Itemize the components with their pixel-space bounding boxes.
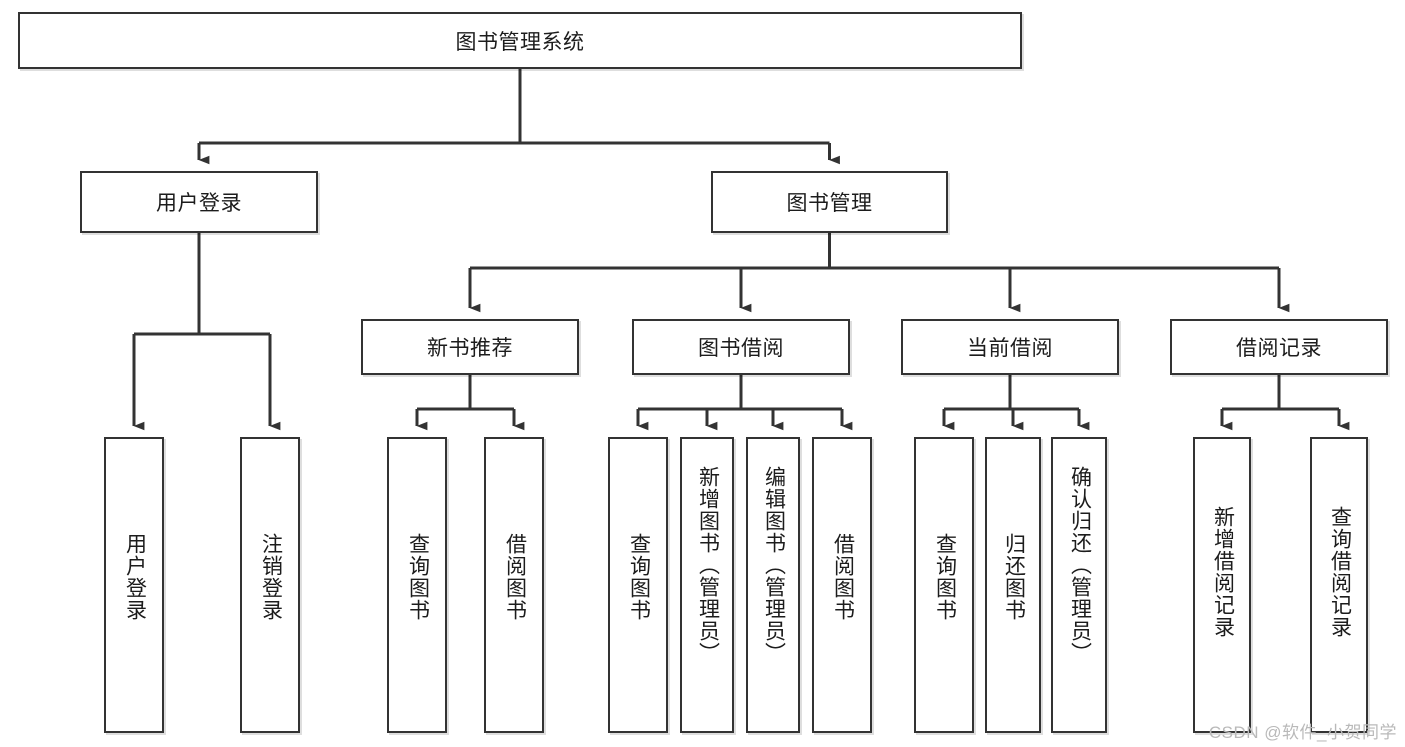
node-book-borrow[interactable]: 图书借阅	[632, 319, 850, 375]
node-new-book-recommend-label: 新书推荐	[427, 337, 513, 360]
node-book-borrow-label: 图书借阅	[698, 337, 784, 360]
node-leaf-user-logout[interactable]: 注销登录	[240, 437, 300, 733]
node-leaf-query-book-1-label: 查询图书	[406, 533, 430, 621]
node-leaf-query-book-2-label: 查询图书	[627, 533, 651, 621]
node-book-manage-label: 图书管理	[786, 192, 873, 215]
node-borrow-record-label: 借阅记录	[1236, 337, 1322, 360]
node-leaf-add-record-label: 新增借阅记录	[1211, 506, 1235, 638]
node-leaf-query-book-1[interactable]: 查询图书	[387, 437, 447, 733]
node-leaf-borrow-book-2[interactable]: 借阅图书	[812, 437, 872, 733]
node-leaf-query-book-2[interactable]: 查询图书	[608, 437, 668, 733]
node-root-label: 图书管理系统	[455, 30, 585, 54]
node-leaf-query-book-3-label: 查询图书	[933, 533, 957, 621]
node-leaf-query-record-label: 查询借阅记录	[1328, 506, 1352, 638]
node-leaf-confirm-return[interactable]: 确认归还（管理员）	[1051, 437, 1107, 733]
node-leaf-add-book[interactable]: 新增图书（管理员）	[680, 437, 734, 733]
node-current-borrow[interactable]: 当前借阅	[901, 319, 1119, 375]
node-leaf-add-record[interactable]: 新增借阅记录	[1193, 437, 1251, 733]
node-borrow-record[interactable]: 借阅记录	[1170, 319, 1388, 375]
node-user-login[interactable]: 用户登录	[80, 171, 318, 233]
node-leaf-confirm-return-label: 确认归还（管理员）	[1068, 466, 1092, 664]
node-current-borrow-label: 当前借阅	[967, 337, 1053, 360]
node-leaf-user-login-label: 用户登录	[123, 533, 147, 621]
node-new-book-recommend[interactable]: 新书推荐	[361, 319, 579, 375]
node-leaf-user-logout-label: 注销登录	[259, 533, 283, 621]
node-leaf-borrow-book-1-label: 借阅图书	[503, 533, 527, 621]
node-leaf-edit-book-label: 编辑图书（管理员）	[762, 466, 786, 664]
node-leaf-borrow-book-1[interactable]: 借阅图书	[484, 437, 544, 733]
node-leaf-borrow-book-2-label: 借阅图书	[831, 533, 855, 621]
node-leaf-query-record[interactable]: 查询借阅记录	[1310, 437, 1368, 733]
node-leaf-return-book[interactable]: 归还图书	[985, 437, 1041, 733]
node-leaf-query-book-3[interactable]: 查询图书	[914, 437, 974, 733]
node-leaf-edit-book[interactable]: 编辑图书（管理员）	[746, 437, 800, 733]
node-leaf-return-book-label: 归还图书	[1002, 533, 1026, 621]
node-user-login-label: 用户登录	[156, 192, 242, 215]
node-leaf-user-login[interactable]: 用户登录	[104, 437, 164, 733]
node-book-manage[interactable]: 图书管理	[711, 171, 948, 233]
watermark-label: CSDN @软件_小贺同学	[1208, 723, 1397, 742]
node-root[interactable]: 图书管理系统	[18, 12, 1022, 69]
node-leaf-add-book-label: 新增图书（管理员）	[696, 466, 720, 664]
